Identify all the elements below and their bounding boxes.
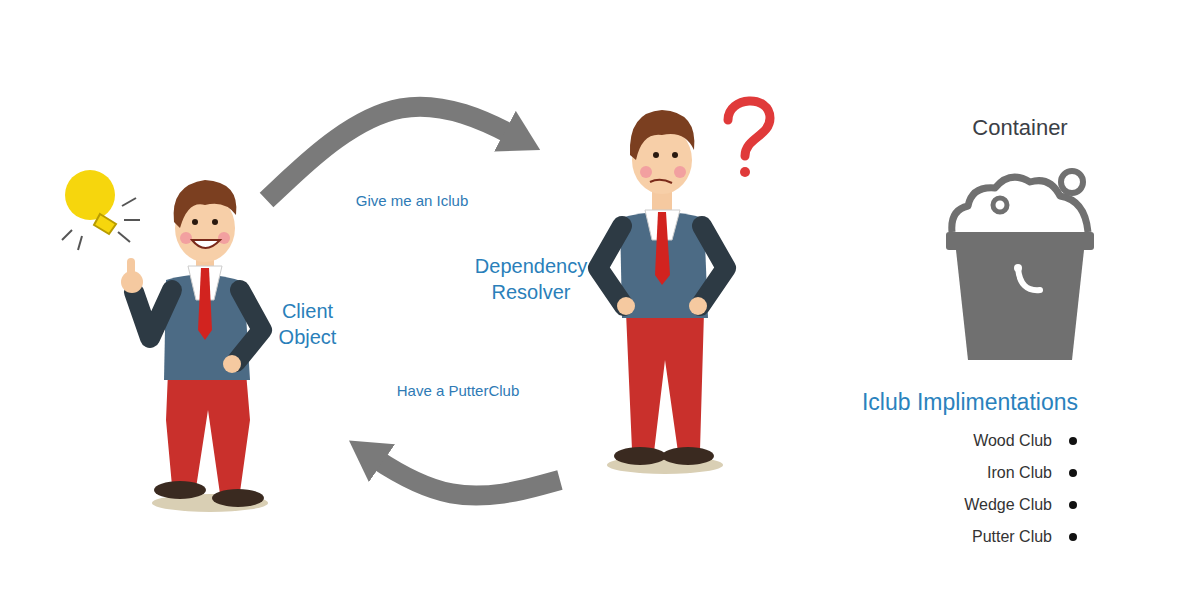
list-item: Wedge Club — [964, 496, 1052, 514]
resolver-figure: Dependency Resolver — [470, 150, 740, 480]
list-item: Wood Club — [973, 432, 1052, 450]
list-item: Putter Club — [972, 528, 1052, 546]
client-figure: Client Object — [120, 200, 349, 525]
node-label: Client Object — [270, 298, 345, 350]
list-item: Iron Club — [987, 464, 1052, 482]
node-label: Container — [935, 114, 1105, 143]
list-heading: Iclub Implimentations — [862, 389, 1078, 416]
bucket-icon — [946, 171, 1094, 360]
curved-arrow — [267, 107, 541, 200]
edge-label: Have a PutterClub — [393, 381, 524, 400]
container-bucket: Container — [935, 110, 1109, 365]
client-figure-art — [62, 170, 268, 512]
resolver-figure-art — [598, 101, 770, 474]
edge-label: Give me an Iclub — [352, 191, 473, 210]
node-label: Dependency Resolver — [472, 253, 590, 305]
list-bullets — [1069, 437, 1077, 541]
curved-arrow — [349, 441, 560, 496]
